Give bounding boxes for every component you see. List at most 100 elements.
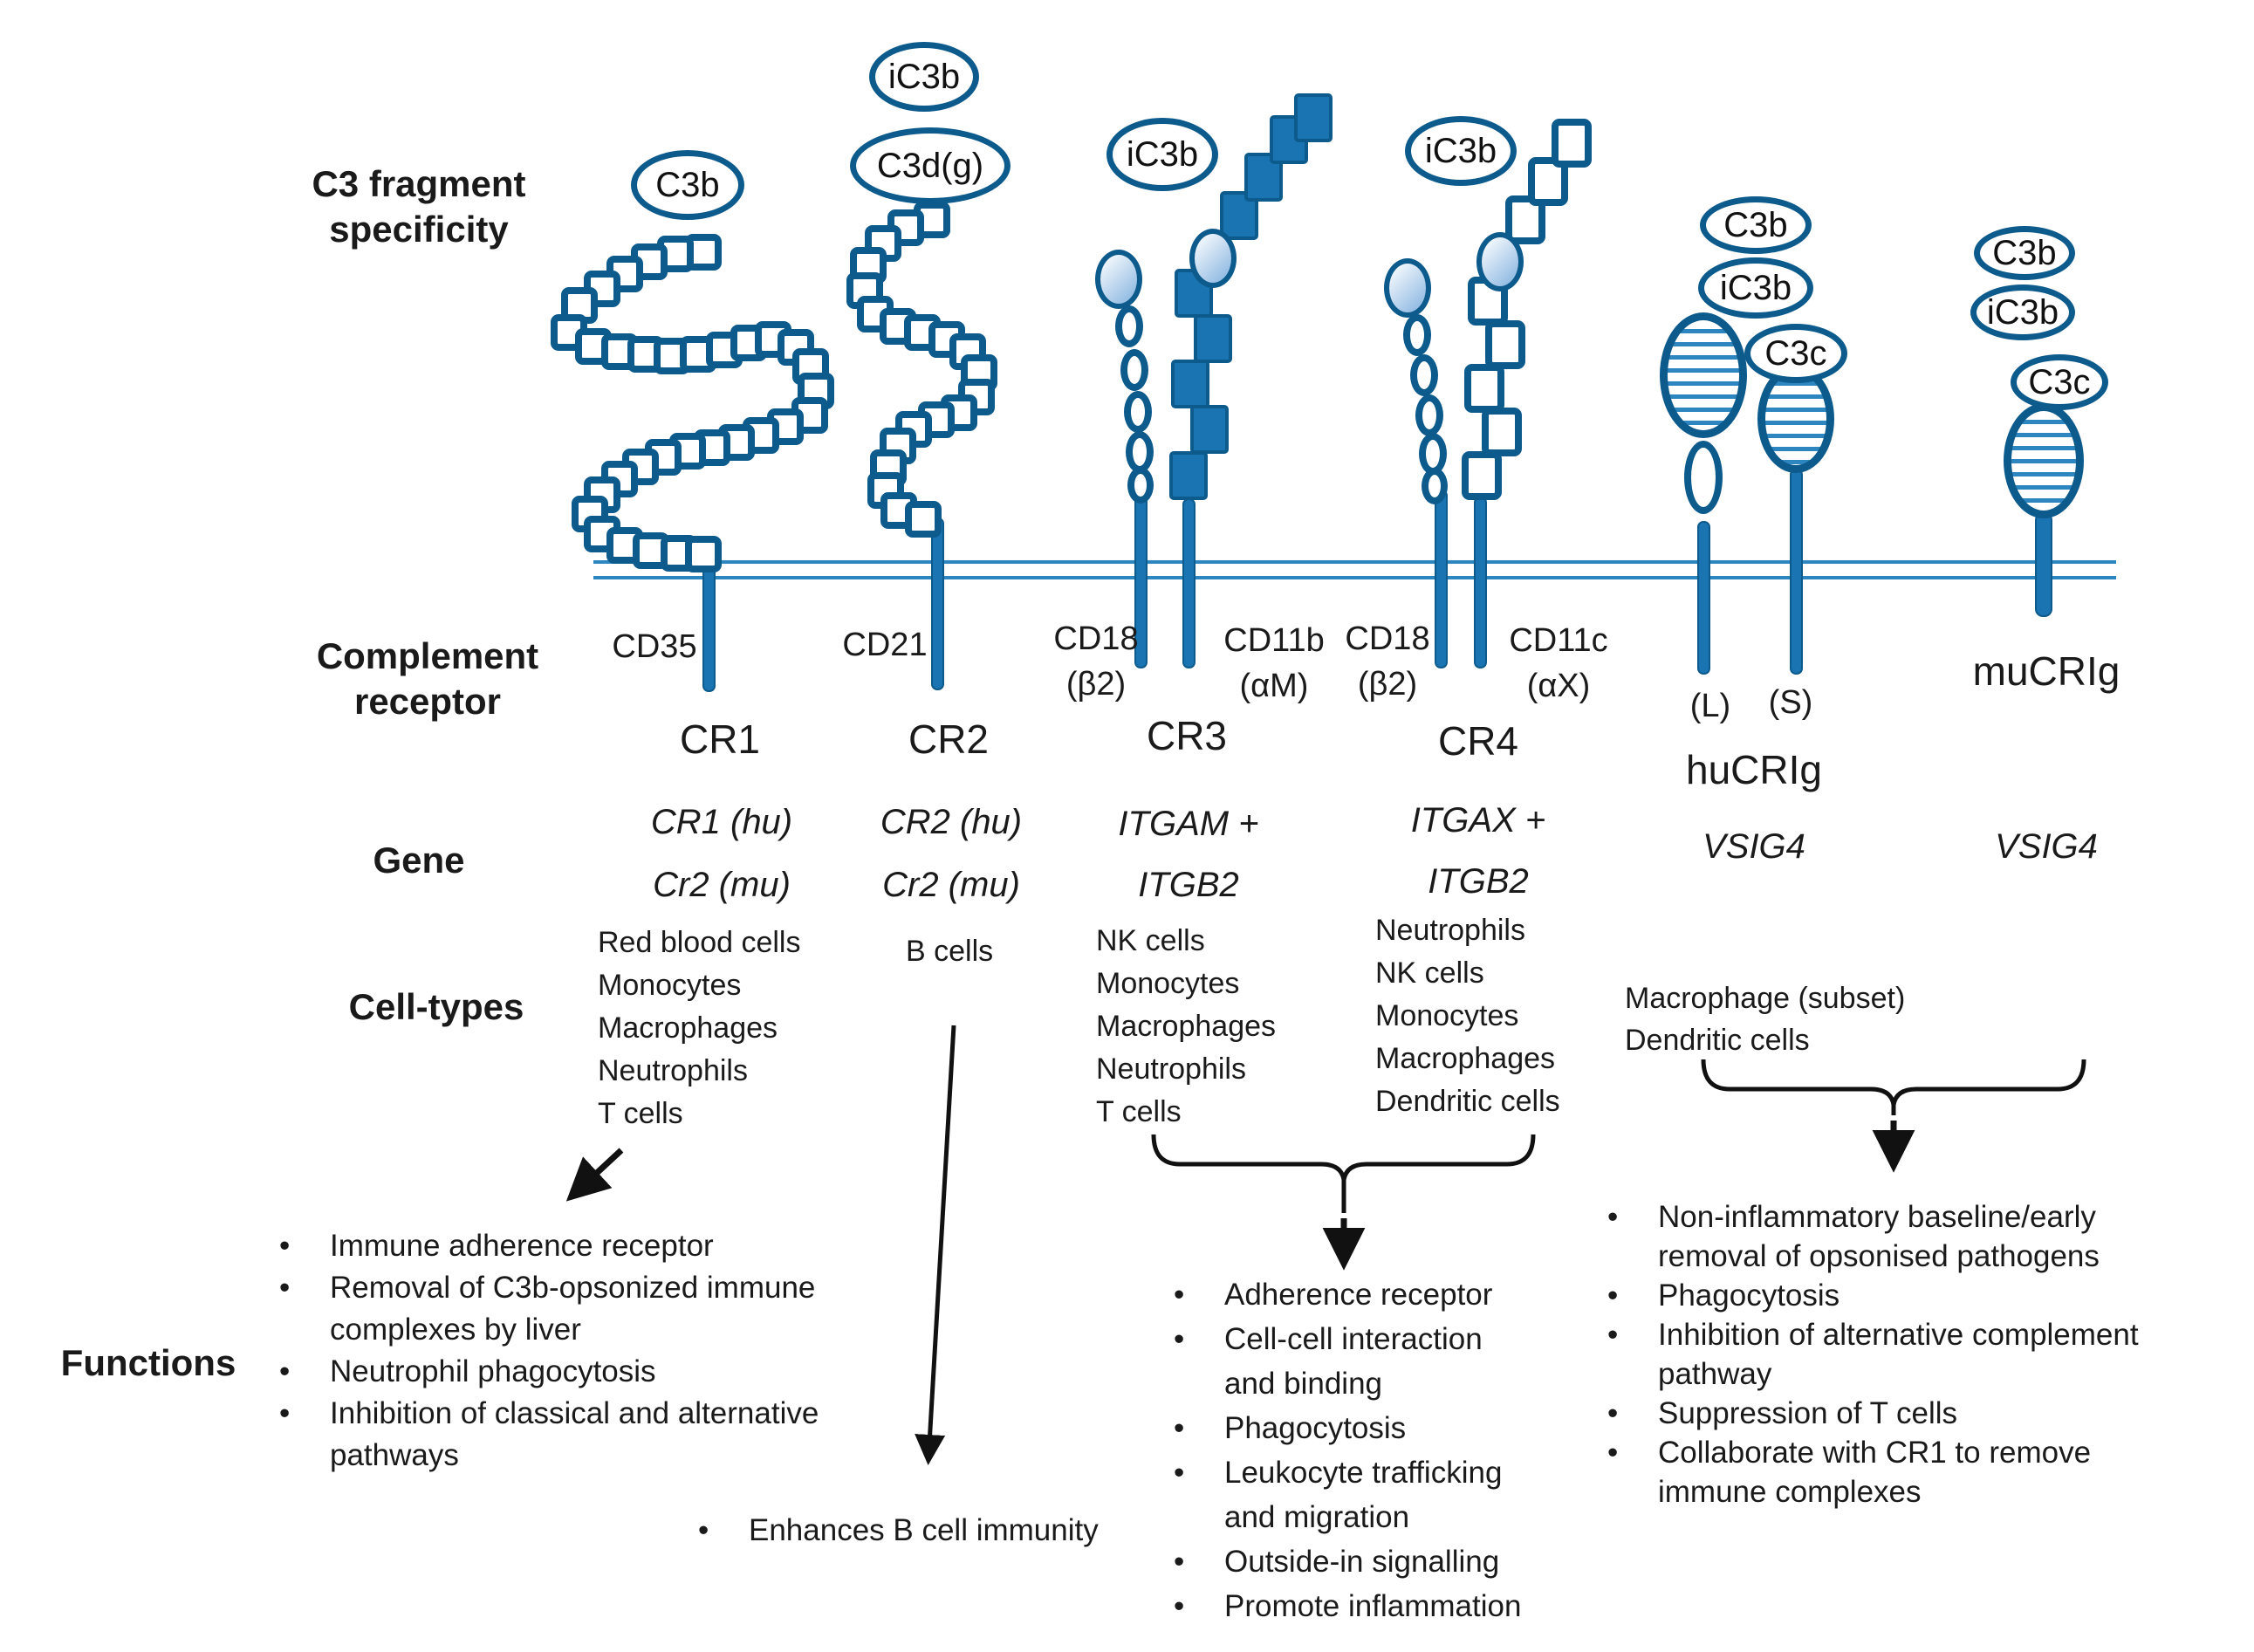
fragment-badge-ic3b-hucrig: iC3b xyxy=(1698,257,1813,319)
cell-list-item: Red blood cells xyxy=(598,926,801,959)
cr3-ladder-segment xyxy=(1194,314,1232,363)
cr1-functions-arrow xyxy=(565,1148,624,1202)
function-item: • Suppression of T cells xyxy=(1607,1394,2139,1433)
function-line: immune complexes xyxy=(1658,1475,1922,1509)
function-line: and migration xyxy=(1224,1500,1410,1534)
bullet-icon: • xyxy=(279,1396,291,1430)
cr4-ladder-segment xyxy=(1482,408,1522,456)
function-item: • Inhibition of alternative complement p… xyxy=(1607,1315,2139,1394)
row-label-c3-fragment-specificity: C3 fragment specificity xyxy=(223,161,615,252)
bullet-icon: • xyxy=(1607,1318,1619,1352)
fragment-badge-c3c-mucrig: C3c xyxy=(2011,354,2108,410)
fragment-badge-ic3b-mucrig: iC3b xyxy=(1970,284,2075,340)
fragment-badge-c3b-mucrig: C3b xyxy=(1974,226,2075,280)
cell-list-cr1: Red blood cells Monocytes Macrophages Ne… xyxy=(598,922,800,1135)
cr1-ccp-bead xyxy=(685,536,722,572)
crig-brace xyxy=(1701,1059,2086,1115)
cr34-brace xyxy=(1151,1134,1536,1213)
function-line: Phagocytosis xyxy=(1224,1411,1407,1445)
function-item: • Outside-in signalling xyxy=(1174,1539,1521,1584)
bullet-icon: • xyxy=(1174,1545,1185,1579)
fragment-label: iC3b xyxy=(1126,134,1199,174)
fragment-label: C3b xyxy=(655,165,720,204)
function-item: • Phagocytosis xyxy=(1174,1406,1521,1450)
function-line: Immune adherence receptor xyxy=(330,1229,714,1263)
function-line: Neutrophil phagocytosis xyxy=(330,1354,656,1388)
cr3-ladder-segment xyxy=(1294,93,1333,142)
cr4-chain-oval xyxy=(1403,314,1431,356)
function-line: Enhances B cell immunity xyxy=(749,1513,1099,1547)
fragment-badge-c3b-cr1: C3b xyxy=(631,150,744,220)
functions-list-cr2: • Enhances B cell immunity xyxy=(698,1510,1099,1552)
cell-list-item: Macrophages xyxy=(1096,1010,1277,1043)
bullet-icon: • xyxy=(1607,1200,1619,1234)
receptor-bead-chains xyxy=(551,93,1592,572)
bullet-icon: • xyxy=(1174,1278,1185,1312)
function-item: • Inhibition of classical and alternativ… xyxy=(279,1393,819,1477)
cell-list-crig: Macrophage (subset) Dendritic cells xyxy=(1625,977,1905,1061)
cr2-functions-arrow xyxy=(915,1025,956,1465)
row-label-gene: Gene xyxy=(373,840,465,881)
function-line: Promote inflammation xyxy=(1224,1589,1522,1623)
function-item: • Leukocyte trafficking and migration xyxy=(1174,1450,1521,1539)
cr4-chain-oval xyxy=(1415,394,1443,436)
bullet-icon: • xyxy=(1174,1589,1185,1623)
cr3-chain-gradient-oval xyxy=(1095,250,1142,309)
cd-label-line: (β2) xyxy=(1065,666,1127,703)
cd-label-cr3-beta: CD18 (β2) xyxy=(1035,616,1157,707)
cr4-chain-oval xyxy=(1410,354,1438,396)
fragment-badge-ic3b-cr4: iC3b xyxy=(1405,116,1517,186)
row-label-functions: Functions xyxy=(60,1342,236,1383)
hucrig-l-ig-domain xyxy=(1660,312,1747,438)
cd-label-line: CD11c xyxy=(1509,622,1608,659)
cr4-alpha-stalk xyxy=(1474,497,1487,668)
receptor-stalks xyxy=(702,469,2052,692)
function-line: Collaborate with CR1 to remove xyxy=(1658,1436,2092,1470)
cell-list-item: T cells xyxy=(598,1097,683,1130)
gene-cr3-line2: ITGB2 xyxy=(1138,866,1239,904)
cell-membrane xyxy=(593,560,2116,579)
cell-list-cr2: B cells xyxy=(906,930,993,973)
row-label-line: specificity xyxy=(329,209,509,250)
bullet-icon: • xyxy=(1174,1411,1185,1445)
cr4-ladder-segment xyxy=(1552,119,1592,168)
cell-list-item: Neutrophils xyxy=(1096,1052,1246,1086)
function-item: • Phagocytosis xyxy=(1607,1276,2139,1315)
gene-cr2-line2: Cr2 (mu) xyxy=(882,866,1020,904)
cr3-ladder-segment xyxy=(1171,360,1209,408)
function-line: Inhibition of classical and alternative xyxy=(330,1396,819,1430)
cell-list-item: Dendritic cells xyxy=(1375,1085,1560,1118)
fragment-badge-c3b-hucrig: C3b xyxy=(1700,196,1812,254)
function-line: Suppression of T cells xyxy=(1658,1396,1958,1430)
cell-list-item: Macrophages xyxy=(598,1011,778,1045)
function-item: • Non-inflammatory baseline/early remova… xyxy=(1607,1197,2139,1276)
cell-list-item: Monocytes xyxy=(1096,967,1240,1000)
cr3-alpha-stalk xyxy=(1182,498,1196,668)
cr3-ladder-segment xyxy=(1190,405,1229,454)
cd-label-cr4-beta: CD18 (β2) xyxy=(1326,616,1449,707)
gene-cr1-line1: CR1 (hu) xyxy=(650,803,793,841)
cr2-ccp-bead xyxy=(905,501,942,538)
function-line: Non-inflammatory baseline/early xyxy=(1658,1200,2096,1234)
function-item: • Neutrophil phagocytosis xyxy=(279,1351,819,1393)
function-line: complexes by liver xyxy=(330,1313,581,1347)
function-item: • Collaborate with CR1 to remove immune … xyxy=(1607,1433,2139,1511)
function-item: • Removal of C3b-opsonized immune comple… xyxy=(279,1267,819,1351)
gene-cr2-line1: CR2 (hu) xyxy=(880,803,1023,841)
functions-list-cr34: • Adherence receptor • Cell-cell interac… xyxy=(1174,1272,1521,1628)
cell-list-cr4: Neutrophils NK cells Monocytes Macrophag… xyxy=(1375,909,1560,1123)
function-line: Adherence receptor xyxy=(1224,1278,1493,1312)
fragment-label: C3c xyxy=(2028,362,2091,401)
cd-label-cr3-alpha: CD11b (αM) xyxy=(1204,618,1344,709)
fragment-label: iC3b xyxy=(1719,268,1792,307)
cr3-ladder-segment xyxy=(1220,191,1258,240)
function-item: • Adherence receptor xyxy=(1174,1272,1521,1317)
receptor-name-cr1: CR1 xyxy=(679,716,761,762)
bullet-icon: • xyxy=(698,1513,709,1547)
functions-list-cr1: • Immune adherence receptor • Removal of… xyxy=(279,1225,819,1477)
cd-label-line: (αX) xyxy=(1526,668,1591,704)
cell-list-item: Dendritic cells xyxy=(1625,1024,1810,1057)
cr4-ladder-segment xyxy=(1528,157,1568,206)
